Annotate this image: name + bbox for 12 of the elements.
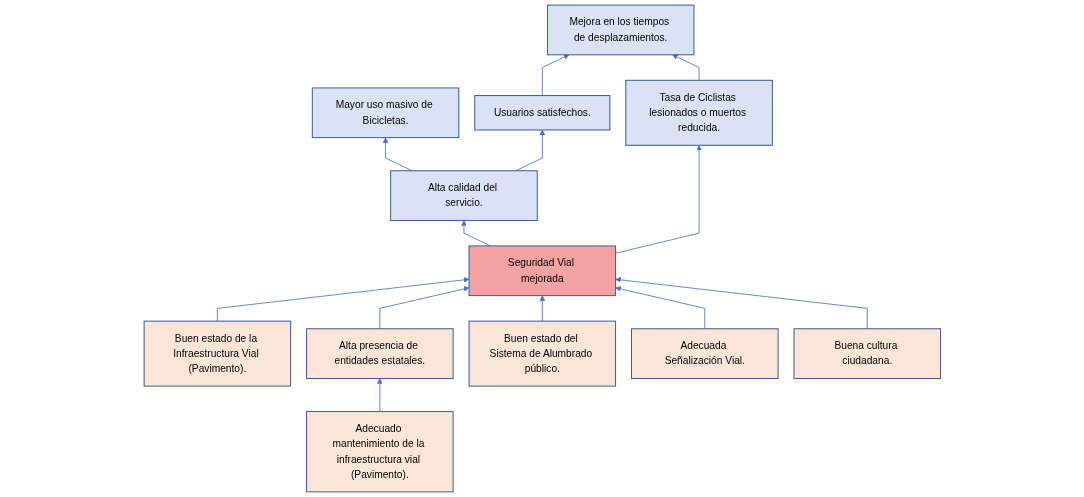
node-box: Mayor uso masivo de Bicicletas. — [311, 87, 459, 139]
node-box: Adecuada Señalización Vial. — [630, 328, 779, 379]
node-box: Adecuado mantenimiento de la infraestructura vial (Pavimento). — [305, 411, 454, 493]
node-box: Seguridad Vial mejorada — [468, 245, 616, 297]
node-box: Usuarios satisfechos. — [473, 95, 611, 131]
node-box: Buen estado de la Infraestructura Vial (Pavimento). — [143, 320, 291, 387]
node-box: Buena cultura ciudadana. — [793, 328, 941, 379]
node-box: Mejora en los tiempos de desplazamientos. — [546, 4, 695, 56]
node-box: Tasa de Ciclistas lesionados o muertos reducida. — [625, 79, 773, 146]
node-box: Buen estado del Sistema de Alumbrado público. — [468, 320, 616, 387]
node-box: Alta calidad del servicio. — [389, 170, 538, 221]
node-box: Alta presencia de entidades estatales. — [305, 328, 454, 379]
